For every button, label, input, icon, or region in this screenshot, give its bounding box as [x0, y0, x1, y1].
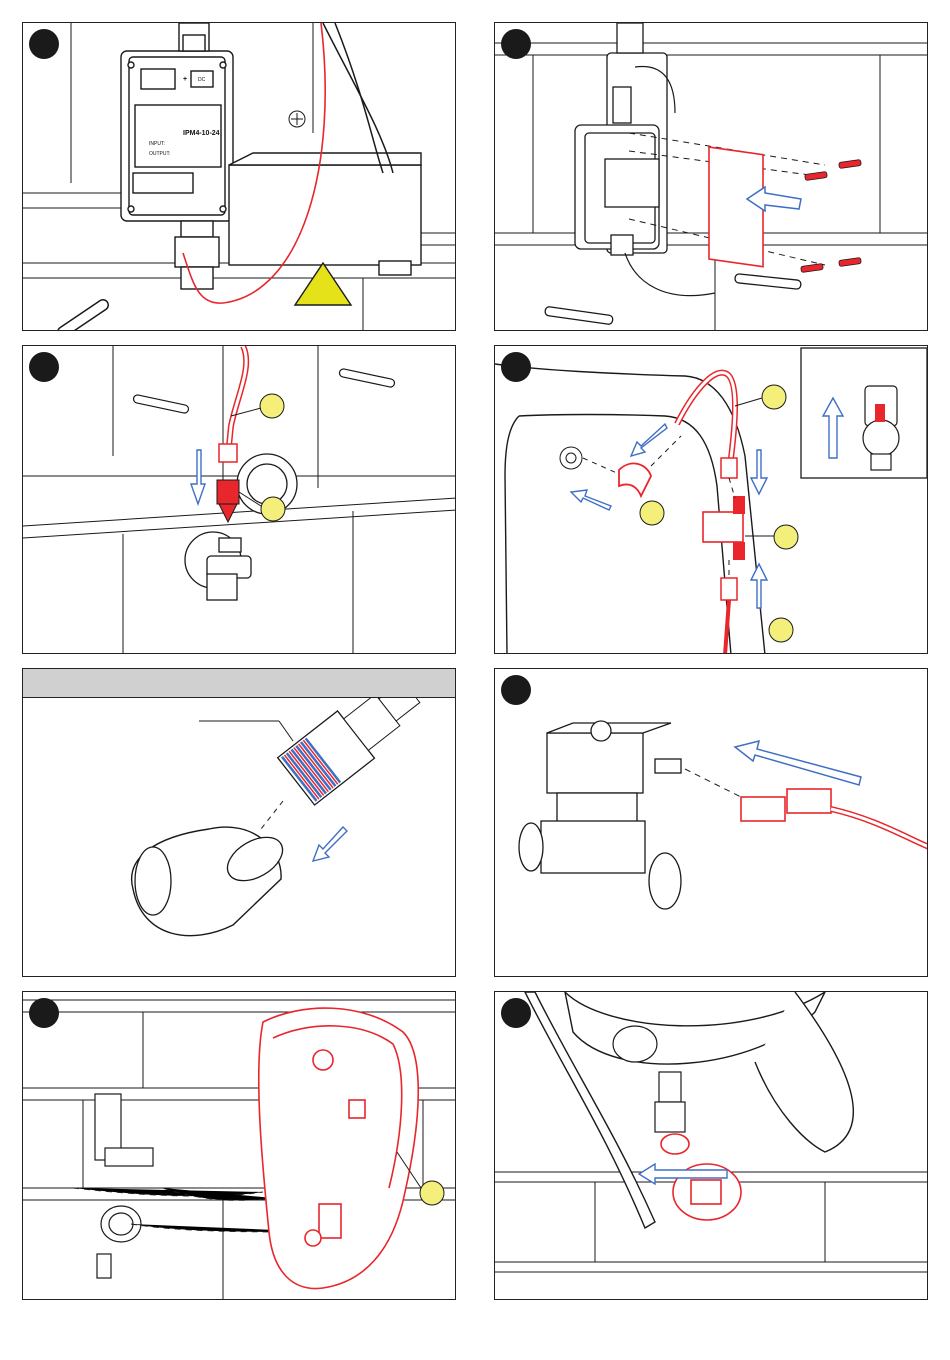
callout-circle-icon: [762, 385, 786, 409]
panel-header-bar: [23, 669, 455, 698]
step-panel-8: [494, 991, 928, 1300]
step-1-illustration: IPM4-10-24 INPUT: OUTPUT: + DC: [23, 23, 456, 331]
step-number-dot: [29, 998, 59, 1028]
red-connector: [741, 789, 831, 821]
inset-valve-detail: [801, 348, 927, 478]
callout-circle-icon: [420, 1181, 444, 1205]
step-panel-4: [494, 345, 928, 654]
step-number-dot: [501, 675, 531, 705]
psu-model-label: IPM4-10-24: [183, 130, 220, 137]
step-panel-1: IPM4-10-24 INPUT: OUTPUT: + DC: [22, 22, 456, 331]
direction-arrow-icon: [313, 827, 347, 861]
step-8-illustration: [495, 992, 928, 1300]
step-5-illustration: [23, 669, 456, 977]
step-number-dot: [501, 29, 531, 59]
step-number-dot: [29, 29, 59, 59]
psu-terminal-plus: +: [183, 76, 187, 83]
psu-terminal-dc: DC: [198, 77, 206, 83]
direction-arrow-icon: [191, 450, 205, 504]
mounting-cover-plate: [709, 147, 763, 267]
urinal-outline: [259, 1008, 419, 1288]
step-number-dot: [501, 998, 531, 1028]
callout-circle-icon: [260, 394, 284, 418]
step-panel-7: [22, 991, 456, 1300]
step-4-illustration: [495, 346, 928, 654]
step-number-dot: [501, 352, 531, 382]
psu-input-label: INPUT:: [149, 141, 165, 147]
red-screws: [801, 159, 862, 272]
step-7-illustration: [23, 992, 456, 1300]
step-number-dot: [29, 352, 59, 382]
callout-circle-icon: [769, 618, 793, 642]
step-panel-5: [22, 668, 456, 977]
callout-circle-icon: [774, 525, 798, 549]
step-panel-2: [494, 22, 928, 331]
direction-arrow-icon: [735, 741, 861, 785]
step-3-illustration: [23, 346, 456, 654]
callout-circle-icon: [261, 497, 285, 521]
step-2-illustration: [495, 23, 928, 331]
step-6-illustration: [495, 669, 928, 977]
warning-triangle-icon: [295, 263, 351, 305]
step-panel-3: [22, 345, 456, 654]
psu-output-label: OUTPUT:: [149, 151, 170, 157]
solenoid-valve: [519, 721, 681, 909]
callout-circle-icon: [640, 501, 664, 525]
power-supply-box: [121, 23, 233, 289]
step-panel-6: [494, 668, 928, 977]
